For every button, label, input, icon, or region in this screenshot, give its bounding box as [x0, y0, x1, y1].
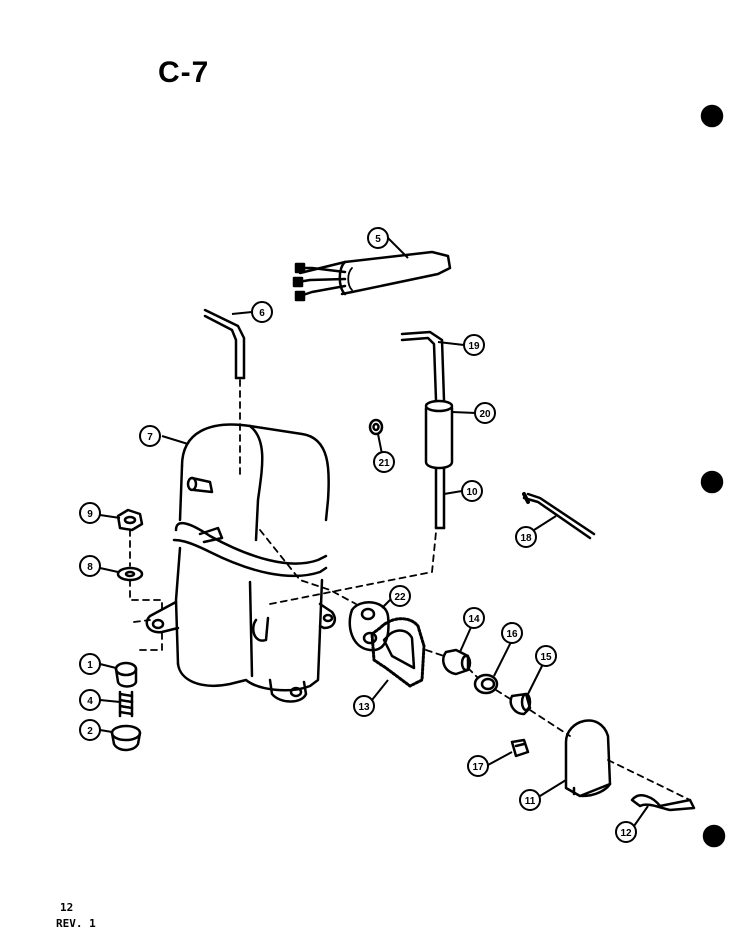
- grommet-bottom-part: [110, 724, 142, 752]
- revision-label: REV. 1: [56, 917, 96, 930]
- terminal-gasket-part: [370, 617, 426, 688]
- svg-text:1: 1: [87, 660, 93, 671]
- punch-hole-top: [700, 104, 724, 128]
- callout-7: 7: [139, 425, 161, 447]
- callout-19: 19: [463, 334, 485, 356]
- callout-13: 13: [353, 695, 375, 717]
- wire-harness-part: [292, 250, 452, 302]
- callout-2: 2: [79, 719, 101, 741]
- svg-text:2: 2: [87, 726, 93, 737]
- callout-1: 1: [79, 653, 101, 675]
- spring-part: [118, 690, 134, 718]
- suction-tube-part: [203, 308, 246, 380]
- callout-21: 21: [373, 451, 395, 473]
- punch-hole-bottom: [702, 824, 726, 848]
- nut-part: [116, 508, 144, 532]
- page-number: 12: [60, 901, 74, 914]
- clip-part: [510, 738, 530, 758]
- svg-text:10: 10: [466, 487, 478, 498]
- diagram-title: C-7: [158, 56, 210, 89]
- svg-text:18: 18: [520, 533, 532, 544]
- svg-text:21: 21: [378, 458, 390, 469]
- drier-part: [424, 399, 454, 530]
- callout-6: 6: [251, 301, 273, 323]
- svg-text:8: 8: [87, 562, 93, 573]
- svg-text:12: 12: [620, 828, 632, 839]
- bushing-part: [368, 418, 384, 436]
- svg-text:11: 11: [525, 796, 536, 807]
- svg-text:5: 5: [375, 234, 381, 245]
- svg-text:19: 19: [468, 341, 480, 352]
- callout-15: 15: [535, 645, 557, 667]
- callout-11: 11: [519, 789, 541, 811]
- svg-text:22: 22: [394, 592, 406, 603]
- callout-4: 4: [79, 689, 101, 711]
- callout-5: 5: [367, 227, 389, 249]
- svg-text:13: 13: [358, 702, 370, 713]
- callout-18: 18: [515, 526, 537, 548]
- compressor-body-part: [145, 423, 336, 703]
- callout-9: 9: [79, 502, 101, 524]
- callout-20: 20: [474, 402, 496, 424]
- process-tube-part: [400, 330, 446, 402]
- callout-16: 16: [501, 622, 523, 644]
- punch-hole-middle: [700, 470, 724, 494]
- terminal-cover-part: [564, 719, 612, 798]
- callout-14: 14: [463, 607, 485, 629]
- ring-part: [473, 673, 499, 695]
- callout-8: 8: [79, 555, 101, 577]
- svg-text:17: 17: [472, 762, 484, 773]
- svg-text:16: 16: [506, 629, 518, 640]
- callout-labels: 5 6 7 19 20 21 10 18 9 8 1 4 2 22 13 14 …: [79, 227, 637, 843]
- callout-17: 17: [467, 755, 489, 777]
- svg-text:6: 6: [259, 308, 265, 319]
- svg-text:9: 9: [87, 509, 93, 520]
- bale-strap-part: [630, 794, 696, 812]
- svg-text:14: 14: [468, 614, 480, 625]
- svg-text:20: 20: [479, 409, 491, 420]
- svg-text:15: 15: [540, 652, 552, 663]
- callout-22: 22: [389, 585, 411, 607]
- svg-text:4: 4: [87, 696, 93, 707]
- callout-12: 12: [615, 821, 637, 843]
- terminal-grommet-part: [509, 692, 532, 716]
- washer-part: [116, 566, 144, 582]
- svg-text:7: 7: [147, 432, 153, 443]
- terminal-fitting-part: [442, 648, 472, 676]
- callout-10: 10: [461, 480, 483, 502]
- pin-part: [522, 492, 596, 540]
- grommet-top-part: [114, 661, 138, 688]
